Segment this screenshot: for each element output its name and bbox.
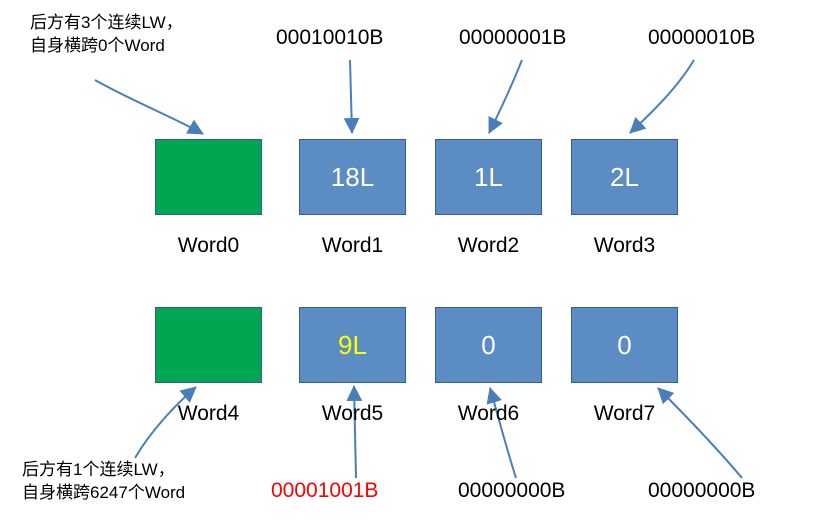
word-box-word1[interactable]: 18L — [299, 139, 406, 215]
arrow-bin3-to-word5 — [346, 385, 363, 479]
word-caption-word0: Word0 — [177, 234, 240, 257]
word-box-word2[interactable]: 1L — [435, 139, 542, 215]
word-box-word0[interactable] — [155, 139, 262, 215]
binary-label-word6: 00000000B — [458, 479, 566, 502]
word-value-word2: 1L — [474, 162, 503, 192]
binary-label-word1: 00010010B — [276, 26, 384, 49]
binary-label-word5: 00001001B — [271, 479, 379, 502]
word-box-word3[interactable]: 2L — [571, 139, 678, 215]
note-top-left: 后方有3个连续LW， 自身横跨0个Word — [30, 12, 183, 58]
word-box-word5[interactable]: 9L — [299, 307, 406, 383]
arrow-bin1-to-word2 — [488, 59, 523, 134]
binary-label-word7: 00000000B — [648, 479, 756, 502]
word-caption-word7: Word7 — [593, 402, 656, 425]
binary-label-word2: 00000001B — [459, 26, 567, 49]
word-caption-word1: Word1 — [321, 234, 384, 257]
word-value-word1: 18L — [330, 162, 375, 192]
note-bottom-left-line2: 自身横跨6247个Word — [22, 482, 186, 502]
arrow-bin0-to-word1 — [343, 59, 360, 134]
word-value-word6: 0 — [481, 330, 496, 360]
word-caption-word6: Word6 — [457, 402, 520, 425]
note-top-left-line2: 自身横跨0个Word — [30, 35, 165, 55]
word-box-word4[interactable] — [155, 307, 262, 383]
arrow-note-top-to-word0 — [94, 79, 204, 135]
arrow-bin2-to-word3 — [629, 59, 695, 134]
word-value-word5: 9L — [338, 330, 367, 360]
word-caption-word3: Word3 — [593, 234, 656, 257]
word-value-word7: 0 — [617, 330, 632, 360]
word-caption-word5: Word5 — [321, 402, 384, 425]
note-bottom-left: 后方有1个连续LW， 自身横跨6247个Word — [22, 459, 185, 505]
word-caption-word4: Word4 — [177, 402, 240, 425]
word-box-word7[interactable]: 0 — [571, 307, 678, 383]
word-caption-word2: Word2 — [457, 234, 520, 257]
word-box-word6[interactable]: 0 — [435, 307, 542, 383]
note-top-left-line1: 后方有3个连续LW， — [30, 13, 183, 32]
word-value-word3: 2L — [610, 162, 639, 192]
binary-label-word3: 00000010B — [648, 26, 756, 49]
note-bottom-left-line1: 后方有1个连续LW， — [22, 460, 175, 479]
